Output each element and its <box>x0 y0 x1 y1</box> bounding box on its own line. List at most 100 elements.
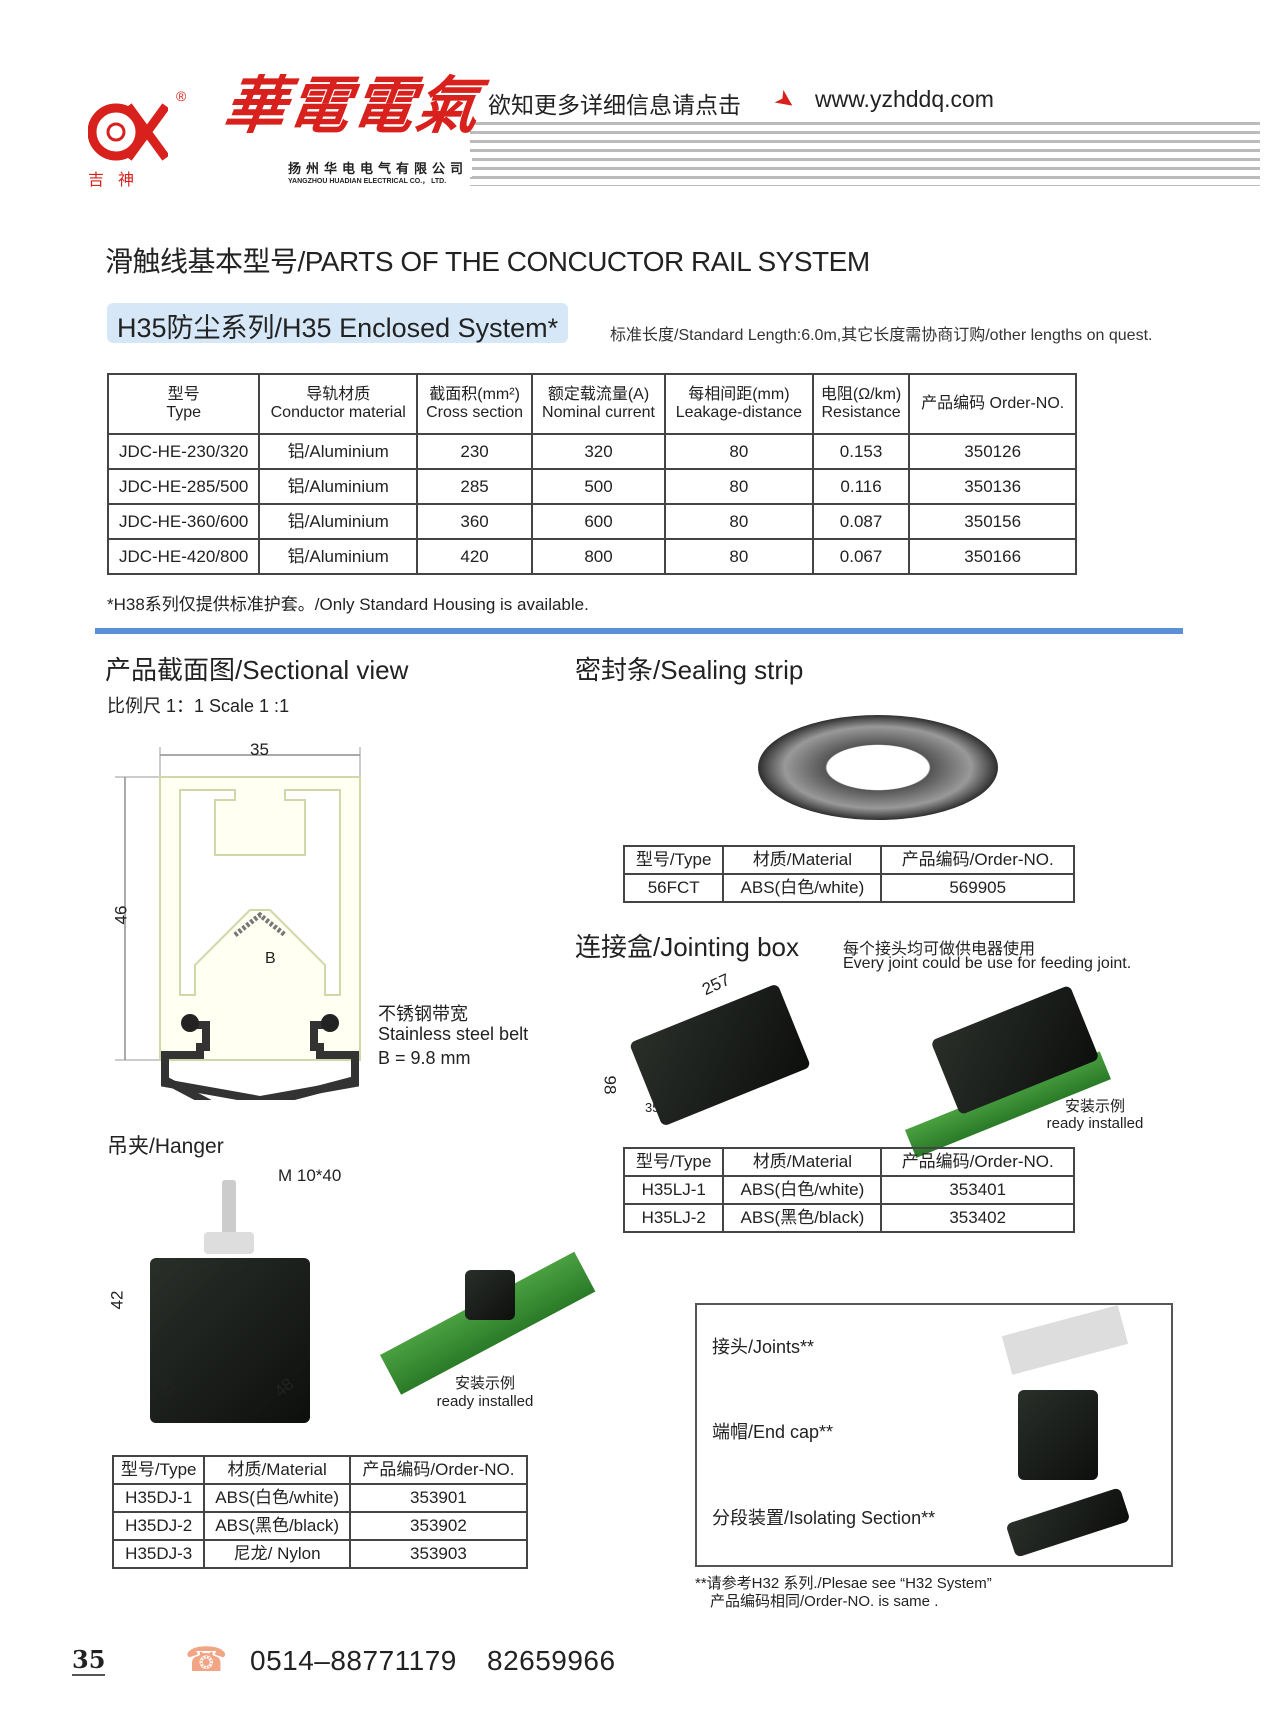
column-header: 截面积(mm²)Cross section <box>416 373 534 435</box>
table-cell: 铝/Aluminium <box>258 503 419 540</box>
scale-label: 比例尺 1：1 Scale 1 :1 <box>107 696 290 716</box>
table-cell: ABS(白色/white) <box>722 1175 883 1205</box>
table-cell: 80 <box>663 503 814 540</box>
label-b: B <box>265 950 276 967</box>
phone-number-2: 82659966 <box>487 1645 616 1676</box>
column-header: 材质/Material <box>722 1147 883 1177</box>
table-cell: JDC-HE-360/600 <box>106 503 261 540</box>
column-header: 材质/Material <box>722 845 883 875</box>
column-header-line: Resistance <box>821 404 901 421</box>
table-cell: 353401 <box>880 1175 1075 1205</box>
belt-label-cn: 不锈钢带宽 <box>378 1004 468 1024</box>
hanger-dim-h: 42 <box>107 1290 127 1310</box>
table-cell: 500 <box>531 468 666 505</box>
end-cap-image <box>1018 1390 1098 1480</box>
website-link[interactable]: www.yzhddq.com <box>815 86 1000 113</box>
table-cell: 80 <box>663 468 814 505</box>
jointing-installed-cn: 安装示例 <box>1064 1098 1125 1115</box>
table-cell: H35DJ-3 <box>111 1539 206 1569</box>
standard-length-note: 标准长度/Standard Length:6.0m,其它长度需协商订购/othe… <box>610 327 1153 344</box>
accessory-isolating-section: 分段装置/Isolating Section** <box>712 1508 936 1528</box>
column-header: 电阻(Ω/km)Resistance <box>811 373 911 435</box>
hanger-installed-en: ready installed <box>436 1393 534 1410</box>
table-cell: H35LJ-1 <box>622 1175 725 1205</box>
column-header: 型号/Type <box>622 1147 725 1177</box>
column-header: 材质/Material <box>203 1455 351 1485</box>
header-stripes <box>470 122 1260 186</box>
table-cell: 350156 <box>908 503 1077 540</box>
table-cell: ABS(黑色/black) <box>722 1203 883 1233</box>
table-cell: 350126 <box>908 433 1077 470</box>
table-cell: 320 <box>531 433 666 470</box>
accessory-joints: 接头/Joints** <box>712 1337 815 1357</box>
column-header-line: Cross section <box>426 404 524 421</box>
table-cell: 800 <box>531 538 666 575</box>
table-cell: ABS(白色/white) <box>203 1483 351 1513</box>
column-header-line: Nominal current <box>542 404 655 421</box>
table-cell: 铝/Aluminium <box>258 433 419 470</box>
sectional-drawing <box>115 747 361 1100</box>
dim-height: 46 <box>111 905 131 925</box>
section-title: 滑触线基本型号/PARTS OF THE CONCUCTOR RAIL SYST… <box>105 246 870 277</box>
column-header-line: Conductor material <box>270 404 406 421</box>
table-cell: H35DJ-1 <box>111 1483 206 1513</box>
table-cell: 56FCT <box>622 873 725 903</box>
section-divider <box>95 628 1183 634</box>
column-header-line: Type <box>166 404 202 421</box>
sealing-strip-image <box>758 715 998 820</box>
table-cell: H35LJ-2 <box>622 1203 725 1233</box>
table-cell: 569905 <box>880 873 1075 903</box>
more-info-text: 欲知更多详细信息请点击 <box>488 86 749 120</box>
accessories-note-2: 产品编码相同/Order-NO. is same . <box>710 1593 939 1610</box>
column-header: 产品编码 Order-NO. <box>908 373 1077 435</box>
jointing-title: 连接盒/Jointing box <box>575 932 799 962</box>
column-header-line: 产品编码 Order-NO. <box>921 394 1065 412</box>
hanger-installed-clip <box>465 1270 515 1320</box>
registered-mark: ® <box>176 88 187 104</box>
column-header-line: Leakage-distance <box>675 404 803 421</box>
column-header: 型号/Type <box>622 845 725 875</box>
company-name-cn: 扬州华电电气有限公司 <box>288 158 473 177</box>
table-cell: ABS(黑色/black) <box>203 1511 351 1541</box>
table-cell: JDC-HE-230/320 <box>106 433 261 470</box>
table-cell: 360 <box>416 503 534 540</box>
cx-logo-icon <box>88 103 168 161</box>
accessory-end-cap: 端帽/End cap** <box>712 1422 834 1442</box>
column-header: 型号/Type <box>111 1455 206 1485</box>
housing-footnote: *H38系列仅提供标准护套。/Only Standard Housing is … <box>107 595 589 614</box>
table-cell: 铝/Aluminium <box>258 538 419 575</box>
nut-icon <box>204 1232 254 1254</box>
table-cell: H35DJ-2 <box>111 1511 206 1541</box>
column-header-line: 电阻(Ω/km) <box>820 385 902 403</box>
sectional-title: 产品截面图/Sectional view <box>105 655 409 685</box>
jointing-installed-en: ready installed <box>1046 1115 1144 1132</box>
hanger-image <box>150 1258 310 1423</box>
table-cell: 80 <box>663 433 814 470</box>
hanger-installed-cn: 安装示例 <box>454 1375 515 1392</box>
phone-number-1: 0514–88771179 <box>250 1645 457 1676</box>
column-header-line: 导轨材质 <box>306 385 371 403</box>
table-cell: 230 <box>416 433 534 470</box>
company-name-en: YANGZHOU HUADIAN ELECTRICAL CO.， LTD. <box>288 176 451 186</box>
table-cell: 353402 <box>880 1203 1075 1233</box>
column-header: 产品编码/Order-NO. <box>880 845 1075 875</box>
jointing-dim-len: 257 <box>699 969 733 1000</box>
table-cell: ABS(白色/white) <box>722 873 883 903</box>
table-cell: 0.087 <box>811 503 911 540</box>
belt-width: B = 9.8 mm <box>378 1048 471 1068</box>
table-cell: JDC-HE-285/500 <box>106 468 261 505</box>
column-header-line: 截面积(mm²) <box>429 385 520 403</box>
column-header-line: 型号 <box>167 385 200 403</box>
column-header-line: 每相间距(mm) <box>688 385 790 403</box>
column-header: 每相间距(mm)Leakage-distance <box>663 373 814 435</box>
